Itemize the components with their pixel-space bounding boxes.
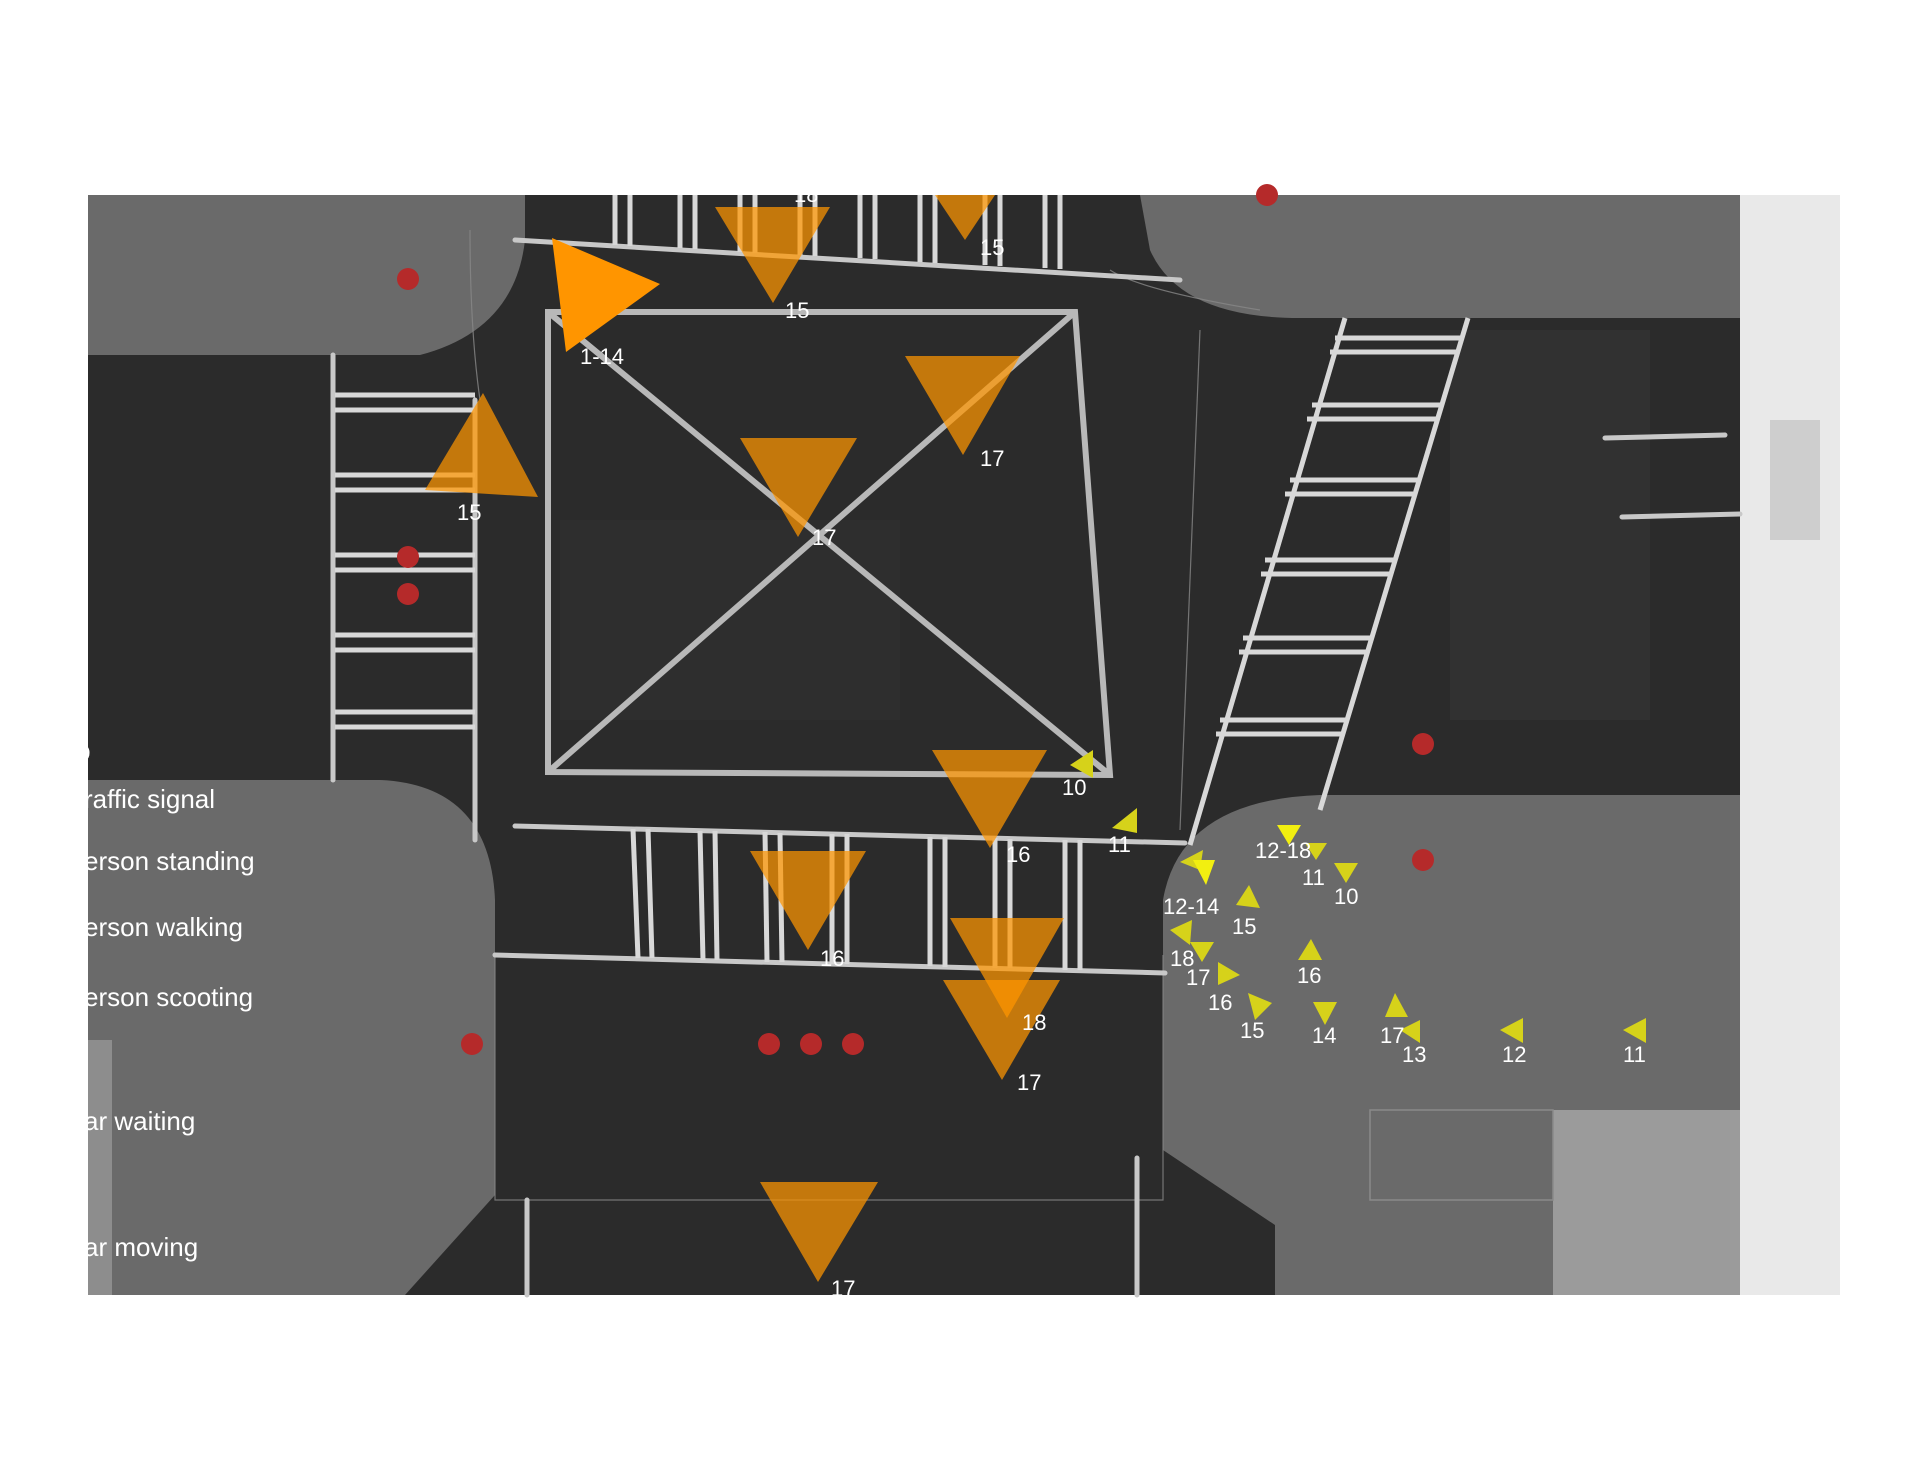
person-label: 13 [1402, 1042, 1426, 1067]
legend-item-car-moving: ar moving [84, 1232, 198, 1262]
person-label: 10 [1062, 775, 1086, 800]
sidewalk-ne [1140, 195, 1740, 318]
person-walking-icon [1400, 1020, 1420, 1043]
sidewalk-nw [88, 195, 525, 355]
building-shade [1450, 330, 1650, 720]
car-label: 15 [980, 235, 1004, 260]
sidewalk-sw [88, 780, 495, 1295]
person-label: 11 [1623, 1042, 1646, 1067]
person-label: 15 [1240, 1018, 1264, 1043]
building-shade [560, 520, 900, 720]
car-label: 18 [1022, 1010, 1046, 1035]
person-label: 17 [1380, 1023, 1404, 1048]
person-walking-icon [1305, 843, 1327, 860]
person-label: 18 [1170, 946, 1194, 971]
car-label: 15 [785, 298, 809, 323]
crosswalk-east [1187, 317, 1471, 846]
signal-dot [397, 546, 419, 568]
person-label: 16 [1208, 990, 1232, 1015]
legend-item-traffic-signal: raffic signal [84, 784, 215, 814]
person-walking-icon [1334, 863, 1358, 883]
person-label: 12 [1502, 1042, 1526, 1067]
photo-strip [1740, 195, 1840, 1295]
car-waiting-icon [750, 851, 866, 950]
car-label: 17 [980, 446, 1004, 471]
building-block-se [1553, 1110, 1740, 1295]
signal-dot [1412, 849, 1434, 871]
car-waiting-icon [715, 207, 830, 303]
person-markers [1070, 750, 1646, 1043]
person-walking-icon [1248, 993, 1272, 1020]
car-moving-icon [552, 238, 660, 352]
person-label: 16 [1297, 963, 1321, 988]
legend-title: D [72, 738, 91, 768]
legend-item-person-standing: erson standing [84, 846, 255, 876]
person-walking-icon [1298, 939, 1322, 960]
building-outline-sw [88, 1040, 112, 1295]
person-walking-icon [1385, 993, 1408, 1017]
person-label: 14 [1312, 1023, 1336, 1048]
person-standing-icon [1500, 1018, 1523, 1043]
car-label: 18 [794, 182, 818, 207]
person-label: 12-18 [1255, 838, 1311, 863]
person-label: 11 [1302, 865, 1325, 890]
person-walking-icon [1070, 750, 1093, 778]
car-label: 16 [820, 946, 844, 971]
person-label: 17 [1186, 965, 1210, 990]
car-waiting-icon [425, 393, 538, 497]
person-label: 10 [1334, 884, 1358, 909]
car-label: 15 [457, 500, 481, 525]
person-walking-icon [1236, 885, 1260, 908]
person-walking-icon [1193, 860, 1215, 885]
person-label: 11 [1108, 832, 1131, 857]
car-label: 1-14 [580, 344, 624, 369]
car-waiting-icon [905, 356, 1020, 455]
person-label: 12-14 [1163, 894, 1219, 919]
legend-item-person-scooting: erson scooting [84, 982, 253, 1012]
person-walking-icon [1190, 942, 1214, 962]
building-outline-se [1369, 1109, 1554, 1201]
car-label: 16 [1006, 842, 1030, 867]
legend-item-person-walking: erson walking [84, 912, 243, 942]
crosswalk-west [335, 392, 475, 730]
car-waiting-icon [943, 980, 1060, 1080]
person-walking-icon [1313, 1002, 1337, 1025]
signal-dot [800, 1033, 822, 1055]
legend: D raffic signal erson standing erson wal… [72, 738, 255, 1262]
car-markers [425, 195, 1064, 1282]
car-waiting-icon [932, 750, 1047, 848]
person-label: 15 [1232, 914, 1256, 939]
car-waiting-icon [740, 438, 857, 537]
map-area [88, 195, 1743, 1298]
signal-dot [1412, 733, 1434, 755]
person-walking-icon [1170, 920, 1192, 945]
signal-dot [461, 1033, 483, 1055]
signal-dot [1256, 184, 1278, 206]
person-walking-icon [1218, 962, 1240, 985]
legend-item-car-waiting: ar waiting [84, 1106, 195, 1136]
person-walking-icon [1277, 825, 1301, 845]
car-waiting-icon [935, 195, 995, 240]
signal-dot [842, 1033, 864, 1055]
car-waiting-icon [760, 1182, 878, 1282]
traffic-signals [397, 184, 1434, 1055]
car-label: 17 [831, 1276, 855, 1301]
person-standing-icon [1623, 1018, 1646, 1043]
person-standing-icon [1112, 808, 1137, 833]
marker-labels: 1-14 15 15 15 17 17 16 16 18 17 17 18 10… [457, 182, 1646, 1301]
car-label: 17 [1017, 1070, 1041, 1095]
signal-dot [758, 1033, 780, 1055]
signal-dot [397, 268, 419, 290]
photo-strip-detail [1770, 420, 1820, 540]
car-label: 17 [812, 525, 836, 550]
car-waiting-icon [950, 918, 1064, 1018]
signal-dot [397, 583, 419, 605]
